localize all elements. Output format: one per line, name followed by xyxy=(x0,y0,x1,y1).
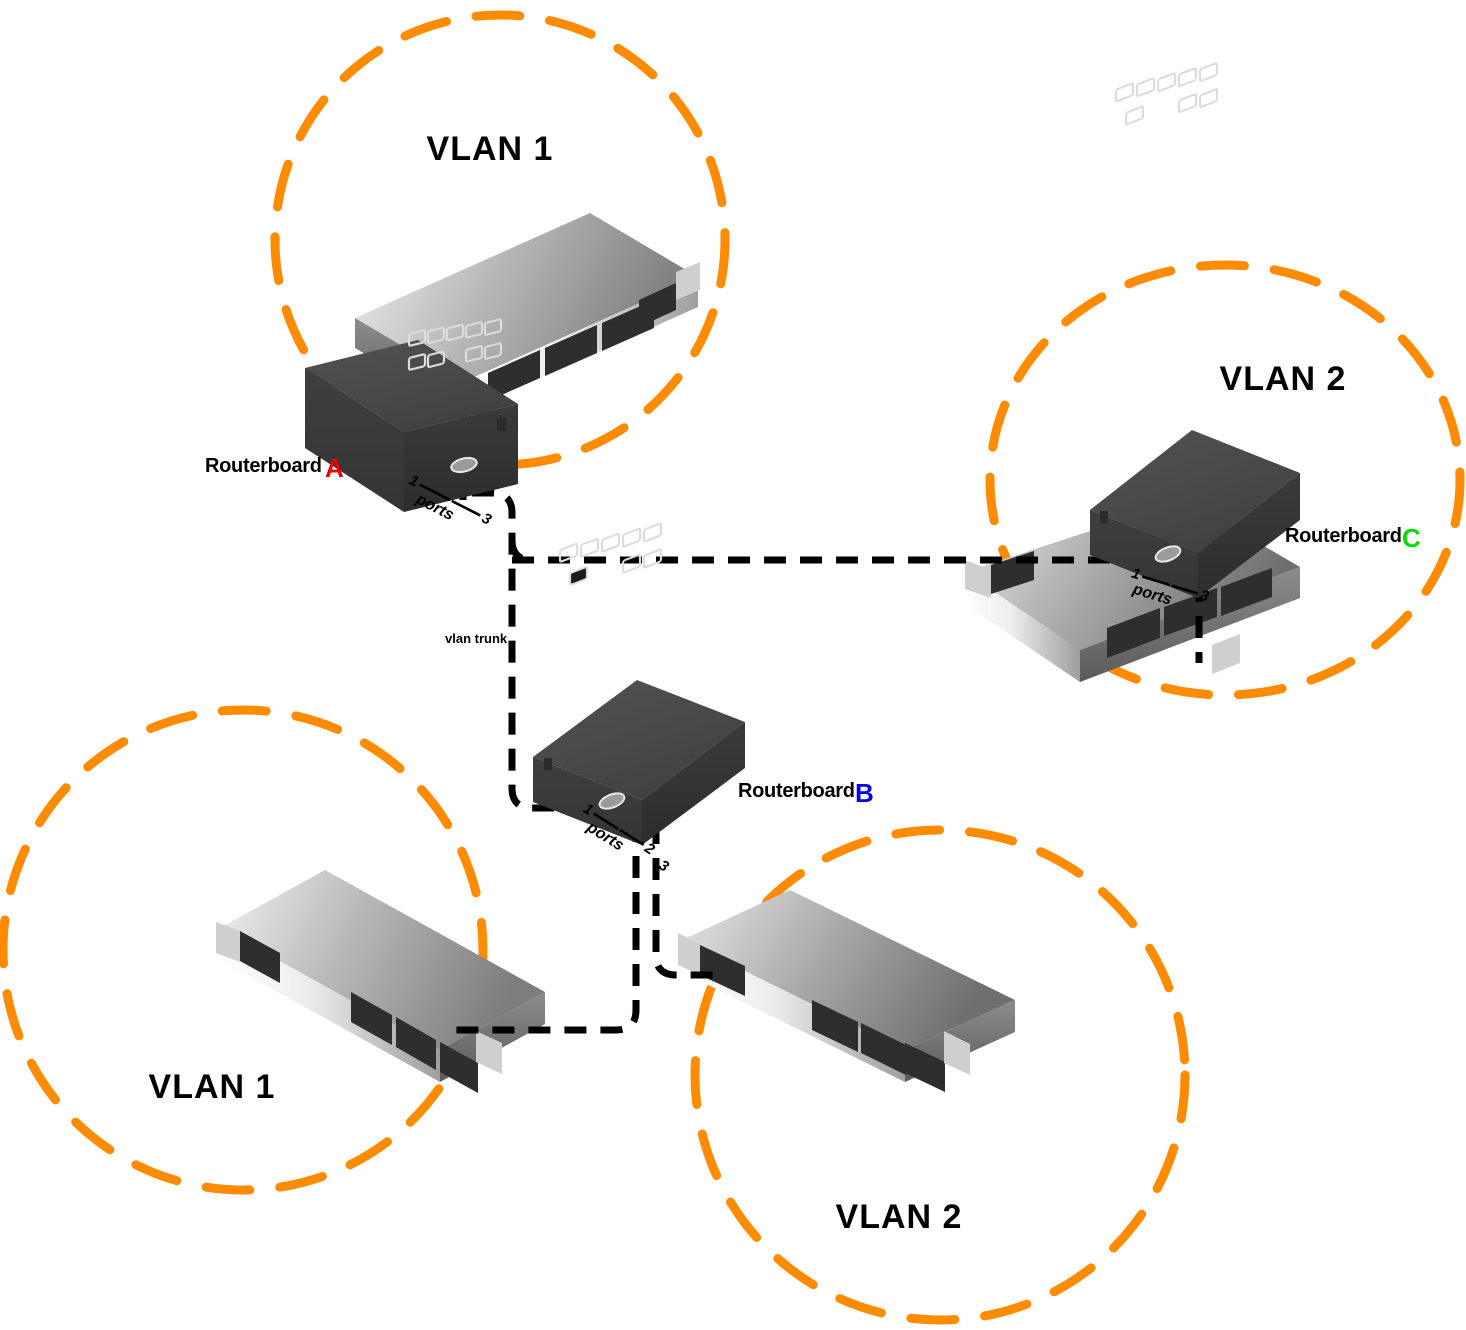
routerboard-c-ports xyxy=(1100,62,1219,563)
vlan-trunk-label: vlan trunk xyxy=(445,631,508,646)
link-a-to-b xyxy=(472,489,570,812)
routerboard-a-label: Routerboard xyxy=(205,455,322,477)
switch-vlan1-bottom xyxy=(216,870,545,1093)
routerboard-c-letter: C xyxy=(1402,523,1421,553)
routerboard-a-letter: A xyxy=(325,453,344,483)
vlan-zone-circle-vlan1-bottom xyxy=(0,705,488,1195)
vlan-label-vlan1-top: VLAN 1 xyxy=(427,130,554,168)
routerboard-a-ports xyxy=(407,318,506,474)
routerboard-b: Routerboard B 1 ports 2 3 xyxy=(533,522,874,876)
port-legend-last: 3 xyxy=(479,510,495,529)
link-b-to-switch4 xyxy=(652,822,718,979)
vlan-zone-labels: VLAN 1 VLAN 2 VLAN 1 VLAN 2 xyxy=(149,130,1347,1236)
routerboard-b-letter: B xyxy=(855,778,874,808)
vlan-zone-circle-vlan2-bottom xyxy=(690,825,1190,1325)
vlan-zone-circle-vlan1-top xyxy=(270,10,730,470)
routerboard-c: Routerboard C 1 ports 3 xyxy=(1090,62,1421,609)
switch-vlan2-bottom xyxy=(678,890,1015,1092)
routerboard-c-label: Routerboard xyxy=(1285,525,1402,547)
routerboard-b-ports xyxy=(544,522,663,810)
vlan-zone-circle-vlan2-right xyxy=(985,260,1465,700)
vlan-label-vlan2-right: VLAN 2 xyxy=(1220,360,1347,398)
link-b-to-switch3 xyxy=(455,820,640,1034)
routerboard-b-label: Routerboard xyxy=(738,780,855,802)
vlan-zones xyxy=(0,10,1465,1325)
vlan-label-vlan2-bottom: VLAN 2 xyxy=(836,1198,963,1236)
link-a-trunk-corner xyxy=(508,539,533,564)
vlan-label-vlan1-bottom: VLAN 1 xyxy=(149,1068,276,1106)
